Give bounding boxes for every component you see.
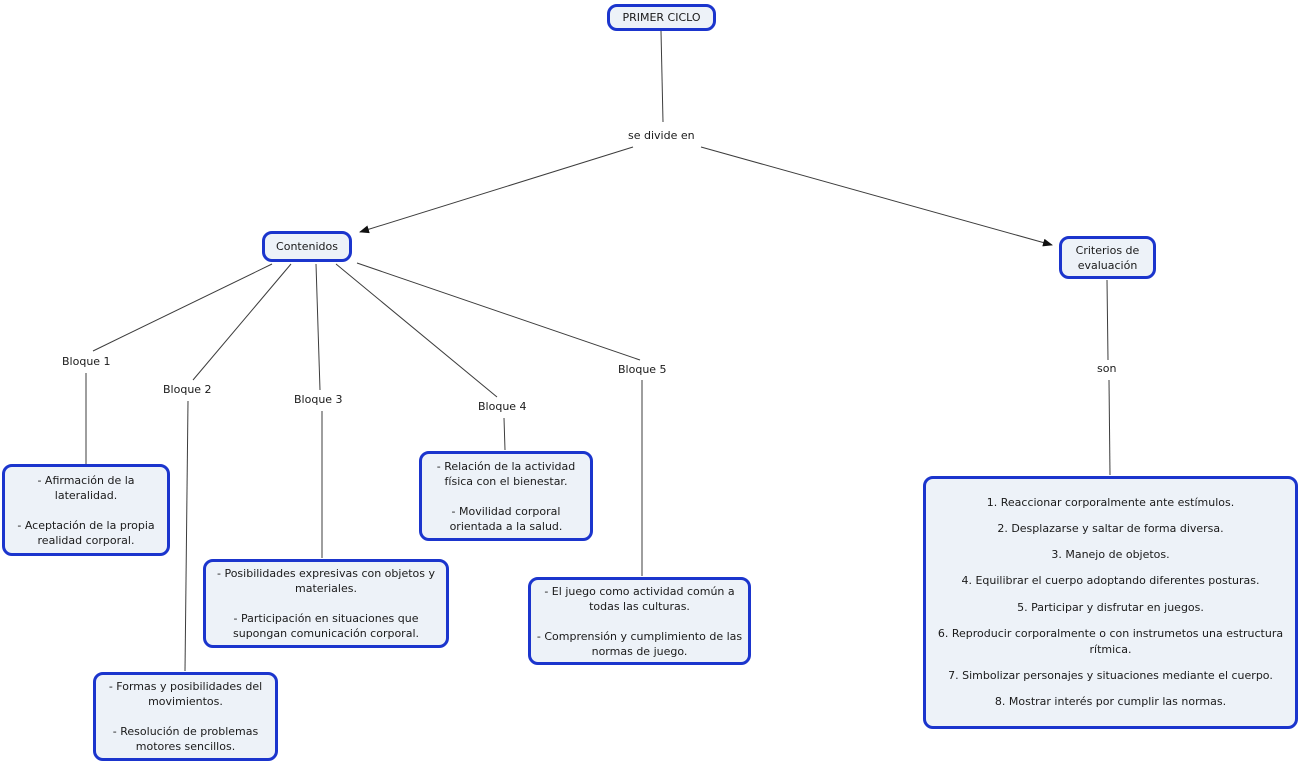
node-bloque-1-content[interactable]: - Afirmación de la lateralidad. - Acepta… bbox=[2, 464, 170, 556]
bloque-4-item-2: - Movilidad corporal orientada a la salu… bbox=[449, 504, 563, 533]
edge-contenidos-to-bloque1 bbox=[92, 263, 273, 352]
edge-contenidos-to-bloque2 bbox=[192, 263, 292, 381]
bloque-2-item-2: - Resolución de problemas motores sencil… bbox=[112, 725, 259, 753]
label-bloque-5[interactable]: Bloque 5 bbox=[616, 363, 669, 377]
linking-phrase-son[interactable]: son bbox=[1095, 362, 1119, 376]
criteria-item-8: 8. Mostrar interés por cumplir las norma… bbox=[994, 694, 1227, 708]
bloque-1-item-2: - Aceptación de la propia realidad corpo… bbox=[17, 518, 155, 547]
node-bloque-2-content[interactable]: - Formas y posibilidades del movimientos… bbox=[93, 672, 278, 761]
bloque-1-item-1: - Afirmación de la lateralidad. bbox=[37, 473, 135, 502]
bloque-3-item-1: - Posibilidades expresivas con objetos y… bbox=[216, 567, 436, 595]
node-criterios-de-evaluacion[interactable]: Criterios de evaluación bbox=[1059, 236, 1156, 279]
label-bloque-3[interactable]: Bloque 3 bbox=[292, 393, 345, 407]
edge-son-to-criteria-box bbox=[1108, 379, 1111, 476]
edge-contenidos-to-bloque3 bbox=[315, 263, 321, 391]
edge-contenidos-to-bloque4 bbox=[335, 263, 498, 398]
bloque-5-item-2: - Comprensión y cumplimiento de las norm… bbox=[536, 629, 743, 658]
node-bloque-4-content[interactable]: - Relación de la actividad física con el… bbox=[419, 451, 593, 541]
edge-bloque2-to-box2 bbox=[184, 400, 189, 672]
edge-divide-to-criterios bbox=[700, 146, 1053, 247]
node-bloque-5-content[interactable]: - El juego como actividad común a todas … bbox=[528, 577, 751, 665]
criteria-item-7: 7. Simbolizar personajes y situaciones m… bbox=[948, 668, 1273, 682]
criteria-item-2: 2. Desplazarse y saltar de forma diversa… bbox=[997, 522, 1224, 536]
label-bloque-4[interactable]: Bloque 4 bbox=[476, 400, 529, 414]
node-criteria-list[interactable]: 1. Reaccionar corporalmente ante estímul… bbox=[923, 476, 1298, 729]
node-bloque-3-content[interactable]: - Posibilidades expresivas con objetos y… bbox=[203, 559, 449, 648]
criteria-item-5: 5. Participar y disfrutar en juegos. bbox=[1017, 600, 1204, 614]
edge-bloque4-to-box4 bbox=[503, 417, 506, 451]
bloque-5-item-1: - El juego como actividad común a todas … bbox=[544, 584, 735, 613]
criteria-item-6: 6. Reproducir corporalmente o con instru… bbox=[937, 626, 1284, 656]
criteria-item-4: 4. Equilibrar el cuerpo adoptando difere… bbox=[961, 574, 1260, 588]
node-contenidos[interactable]: Contenidos bbox=[262, 231, 352, 262]
label-bloque-2[interactable]: Bloque 2 bbox=[161, 383, 214, 397]
edge-divide-to-contenidos bbox=[359, 146, 634, 234]
linking-phrase-se-divide-en[interactable]: se divide en bbox=[626, 129, 697, 143]
bloque-4-item-1: - Relación de la actividad física con el… bbox=[436, 459, 576, 488]
bloque-2-item-1: - Formas y posibilidades del movimientos… bbox=[108, 680, 263, 708]
edge-root-to-divide bbox=[660, 30, 664, 123]
label-bloque-1[interactable]: Bloque 1 bbox=[60, 355, 113, 369]
criteria-item-3: 3. Manejo de objetos. bbox=[1051, 548, 1170, 562]
edge-contenidos-to-bloque5 bbox=[356, 262, 641, 361]
criteria-item-1: 1. Reaccionar corporalmente ante estímul… bbox=[986, 496, 1235, 510]
edge-criterios-to-son bbox=[1106, 279, 1109, 361]
node-primer-ciclo[interactable]: PRIMER CICLO bbox=[607, 4, 716, 31]
bloque-3-item-2: - Participación en situaciones que supon… bbox=[233, 612, 419, 640]
